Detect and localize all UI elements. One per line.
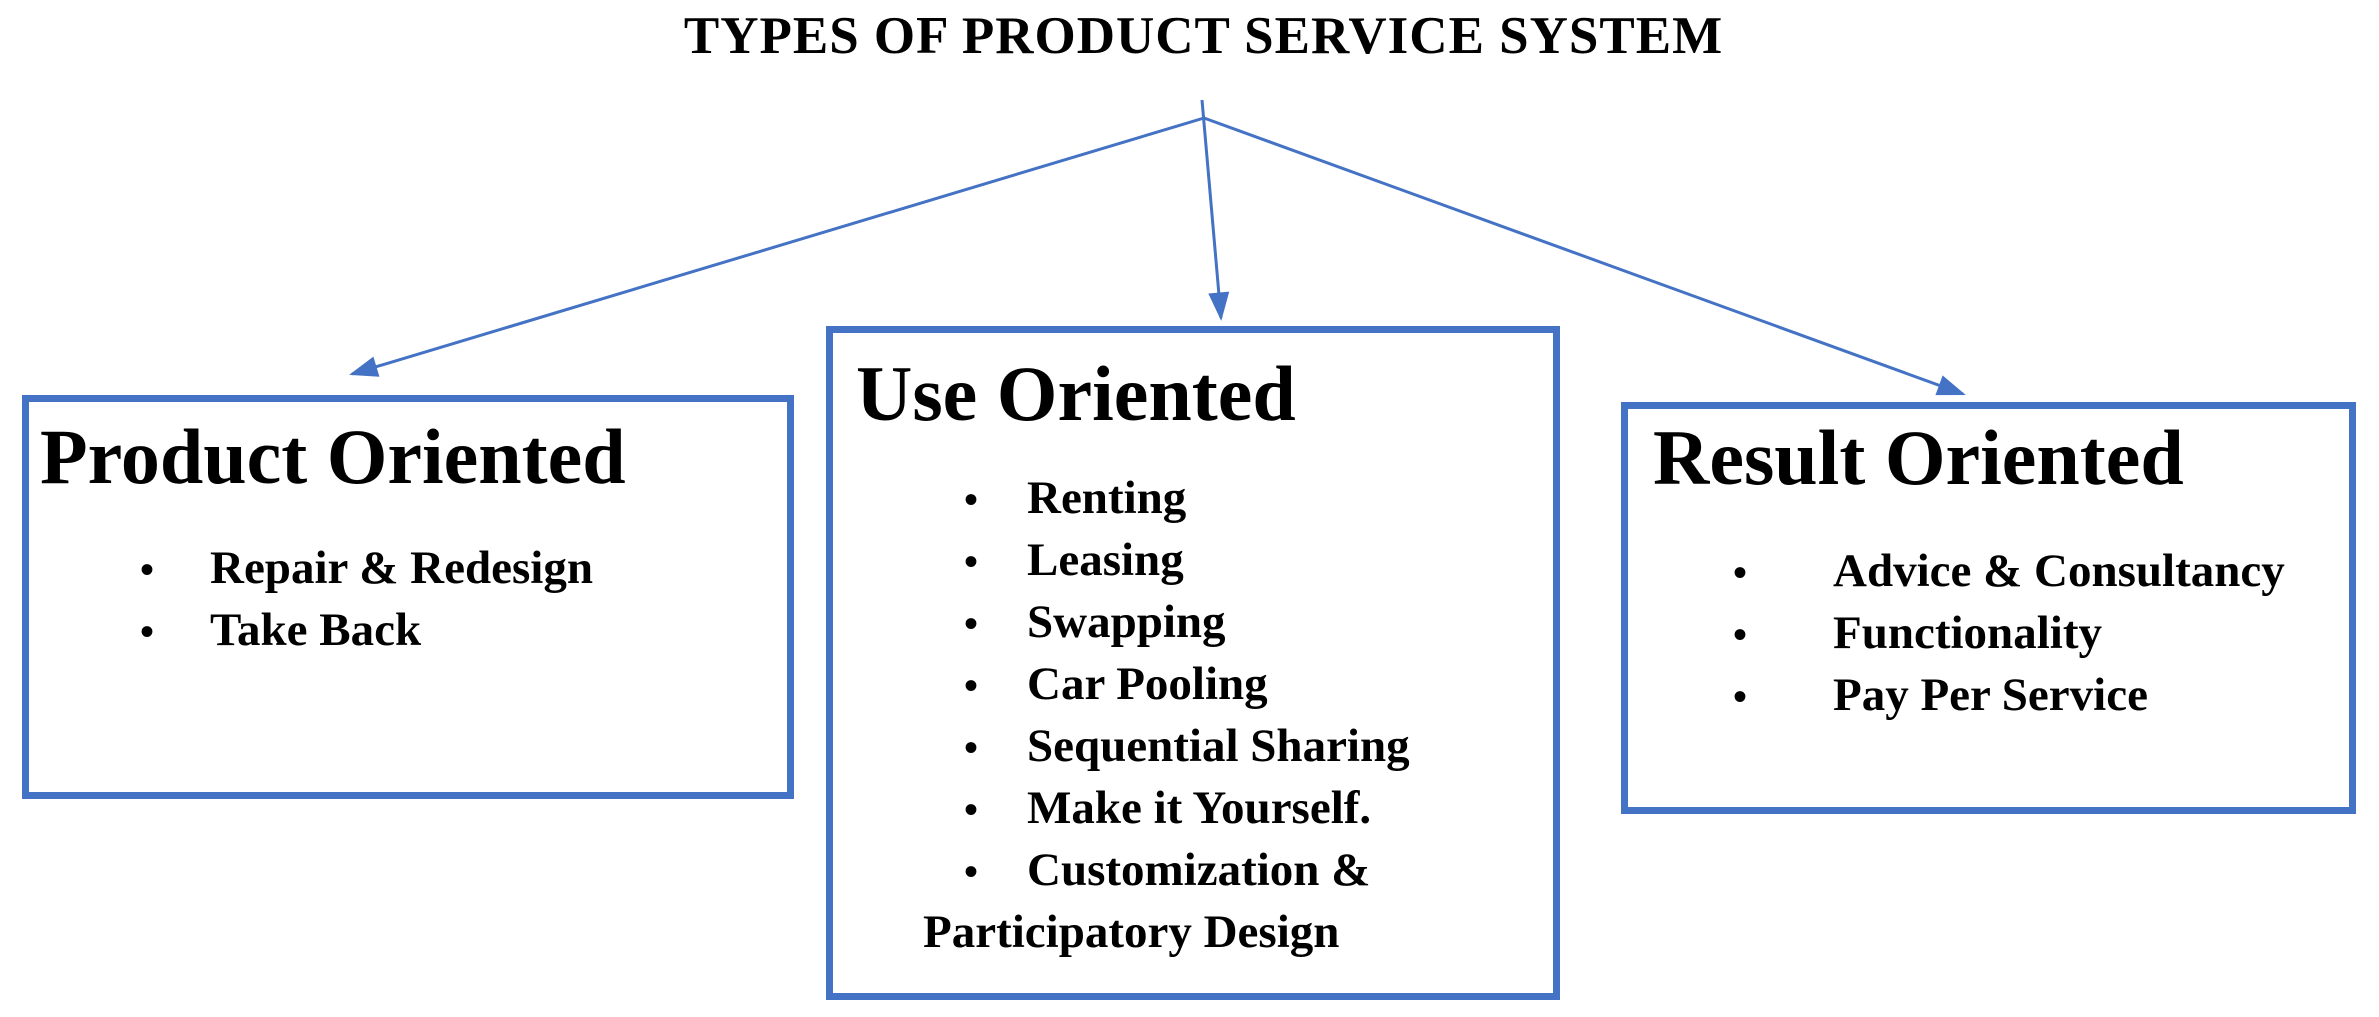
bullet-icon: •	[140, 609, 155, 654]
list-item-label: Functionality	[1833, 607, 2102, 659]
list-item: • Repair & Redesign	[29, 538, 787, 600]
result-oriented-box: Result Oriented • Advice & Consultancy •…	[1621, 402, 2356, 814]
bullet-icon: •	[964, 725, 979, 770]
list-item-label: Customization &	[1027, 844, 1371, 896]
bullet-icon: •	[964, 663, 979, 708]
product-oriented-box: Product Oriented • Repair & Redesign • T…	[22, 395, 794, 799]
product-oriented-list: • Repair & Redesign • Take Back	[29, 538, 787, 662]
bullet-icon: •	[964, 849, 979, 894]
list-item-label: Repair & Redesign	[210, 542, 593, 594]
list-item-label: Pay Per Service	[1833, 669, 2148, 721]
bullet-icon: •	[964, 477, 979, 522]
list-item: • Customization &	[833, 840, 1553, 902]
list-item-label: Advice & Consultancy	[1833, 545, 2285, 597]
list-item: • Make it Yourself.	[833, 778, 1553, 840]
bullet-icon: •	[1733, 550, 1748, 595]
list-item-label: Leasing	[1027, 534, 1184, 586]
list-item: • Car Pooling	[833, 654, 1553, 716]
use-oriented-box: Use Oriented • Renting • Leasing • Swapp…	[826, 326, 1560, 1000]
list-item-label: Swapping	[1027, 596, 1226, 648]
bullet-icon: •	[964, 787, 979, 832]
list-item: • Take Back	[29, 600, 787, 662]
use-oriented-list: • Renting • Leasing • Swapping • Car Poo…	[833, 468, 1553, 963]
list-item-continuation: Participatory Design	[833, 902, 1553, 963]
list-item: • Renting	[833, 468, 1553, 530]
list-item-label: Take Back	[210, 604, 422, 656]
list-item-label: Sequential Sharing	[1027, 720, 1410, 772]
list-item: • Functionality	[1628, 603, 2349, 665]
list-item-label: Participatory Design	[923, 906, 1340, 958]
bullet-icon: •	[140, 547, 155, 592]
list-item: • Swapping	[833, 592, 1553, 654]
result-oriented-list: • Advice & Consultancy • Functionality •…	[1628, 541, 2349, 727]
list-item-label: Renting	[1027, 472, 1187, 524]
list-item-label: Make it Yourself.	[1027, 782, 1372, 834]
arrow-to-use-oriented	[1200, 99, 1230, 321]
bullet-icon: •	[964, 601, 979, 646]
diagram-title: TYPES OF PRODUCT SERVICE SYSTEM	[683, 7, 1724, 65]
list-item: • Sequential Sharing	[833, 716, 1553, 778]
list-item: • Pay Per Service	[1628, 665, 2349, 727]
result-oriented-heading: Result Oriented	[1653, 414, 2184, 501]
list-item-label: Car Pooling	[1027, 658, 1268, 710]
list-item: • Leasing	[833, 530, 1553, 592]
product-oriented-heading: Product Oriented	[40, 413, 626, 500]
bullet-icon: •	[1733, 612, 1748, 657]
bullet-icon: •	[964, 539, 979, 584]
list-item: • Advice & Consultancy	[1628, 541, 2349, 603]
bullet-icon: •	[1733, 674, 1748, 719]
use-oriented-heading: Use Oriented	[856, 350, 1296, 437]
